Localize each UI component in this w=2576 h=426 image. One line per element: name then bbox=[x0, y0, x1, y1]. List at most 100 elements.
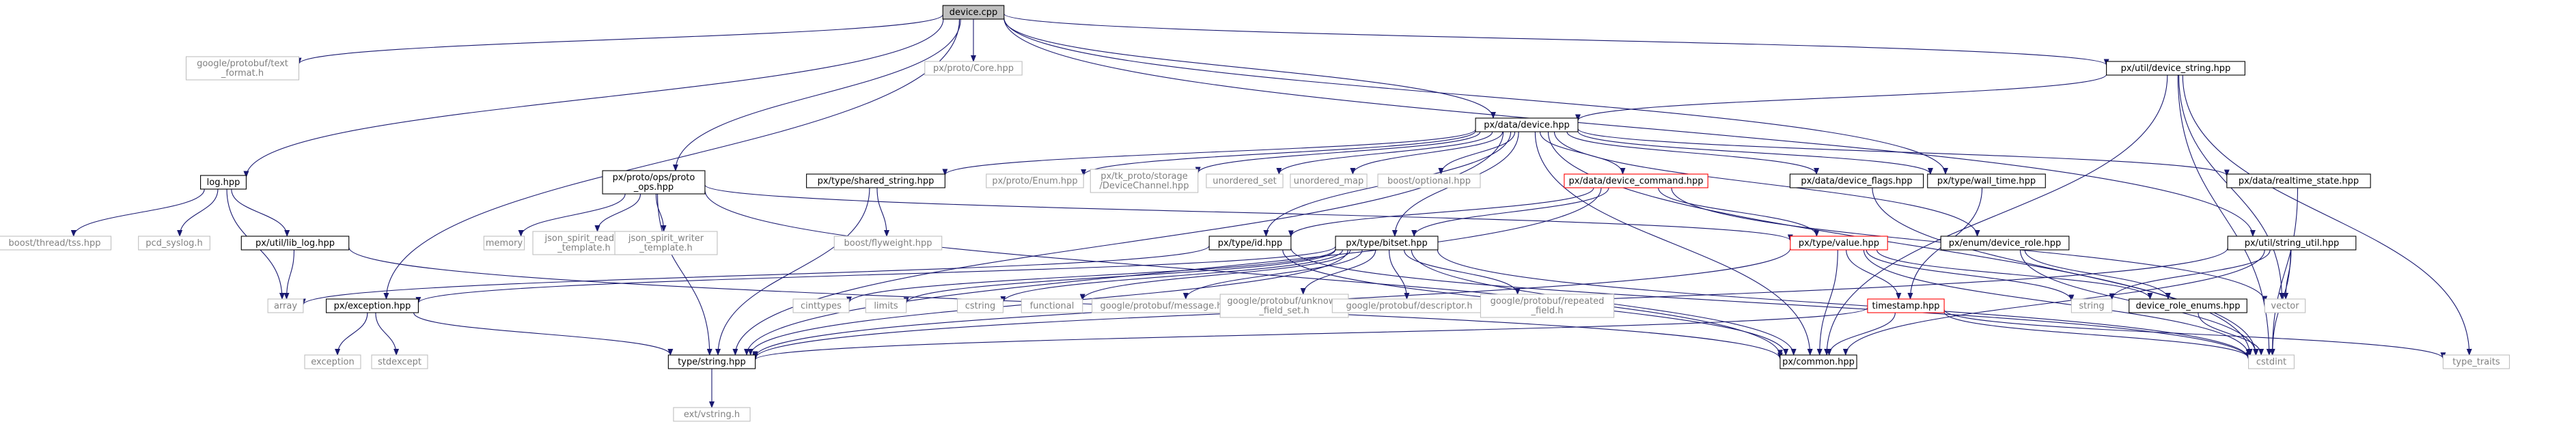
node-px-exception[interactable]: px/exception.hpp bbox=[326, 298, 419, 313]
node-px-type-id[interactable]: px/type/id.hpp bbox=[1208, 236, 1292, 251]
edge-line bbox=[301, 245, 1210, 306]
node-box bbox=[2227, 236, 2357, 251]
edge-line bbox=[655, 193, 667, 232]
node-functional: functional bbox=[1021, 298, 1083, 313]
node-label: boost/flyweight.hpp bbox=[844, 238, 932, 248]
node-px-type-value[interactable]: px/type/value.hpp bbox=[1790, 236, 1888, 251]
node-label: _format.h bbox=[221, 68, 264, 79]
node-px-data-device[interactable]: px/data/device.hpp bbox=[1475, 117, 1579, 132]
edge-line bbox=[1577, 128, 2230, 177]
edge-px-proto-ops-to-json-spirit-writer bbox=[655, 193, 667, 232]
edge-line bbox=[1000, 249, 1343, 303]
node-limits: limits bbox=[865, 298, 907, 313]
node-label: px/data/device_command.hpp bbox=[1569, 176, 1704, 186]
node-px-common[interactable]: px/common.hpp bbox=[1779, 354, 1857, 369]
node-px-enum-device-role[interactable]: px/enum/device_role.hpp bbox=[1940, 236, 2070, 251]
node-label: _field_set.h bbox=[1258, 306, 1309, 316]
node-box bbox=[1790, 236, 1888, 251]
node-type-traits: type_traits bbox=[2442, 354, 2510, 369]
node-box bbox=[1021, 298, 1083, 313]
edge-line bbox=[335, 312, 368, 356]
edge-line bbox=[1195, 131, 1481, 174]
node-label: px/proto/ops/proto bbox=[613, 173, 695, 183]
node-box bbox=[1940, 236, 2070, 251]
node-unordered-map: unordered_map bbox=[1290, 173, 1368, 188]
edge-px-data-device-to-unordered-map bbox=[1350, 131, 1504, 175]
node-device-role-enums[interactable]: device_role_enums.hpp bbox=[2129, 298, 2247, 313]
node-device-cpp[interactable]: device.cpp bbox=[942, 5, 1005, 20]
edge-px-proto-ops-to-px-common bbox=[704, 190, 1783, 357]
node-label: exception bbox=[311, 357, 355, 367]
node-px-util-device-string[interactable]: px/util/device_string.hpp bbox=[2106, 61, 2245, 76]
edge-line bbox=[70, 188, 205, 237]
node-label: px/proto/Core.hpp bbox=[933, 63, 1014, 74]
node-label: array bbox=[274, 301, 297, 311]
edge-line bbox=[656, 193, 712, 356]
edge-px-data-device-to-px-proto-enum bbox=[1081, 130, 1476, 176]
node-timestamp-hpp[interactable]: timestamp.hpp bbox=[1867, 298, 1945, 313]
node-px-util-lib-log[interactable]: px/util/lib_log.hpp bbox=[240, 236, 350, 251]
edge-line bbox=[1866, 249, 2075, 302]
edge-timestamp-hpp-to-px-common bbox=[1826, 312, 1896, 356]
node-px-type-bitset[interactable]: px/type/bitset.hpp bbox=[1335, 236, 1439, 251]
node-label: px/common.hpp bbox=[1782, 357, 1855, 367]
edge-px-data-device-command-to-px-type-value bbox=[1658, 187, 1820, 237]
node-box bbox=[185, 56, 300, 81]
edge-px-type-bitset-to-protobuf-unknown-field-set bbox=[1300, 249, 1376, 295]
edge-line bbox=[1003, 17, 1948, 175]
node-label: google/protobuf/unknown bbox=[1227, 296, 1341, 307]
node-px-proto-core: px/proto/Core.hpp bbox=[924, 61, 1023, 76]
edge-line bbox=[1003, 13, 2109, 66]
edge-line bbox=[846, 248, 1336, 304]
edge-px-data-realtime-state-to-cstdint bbox=[2269, 187, 2299, 356]
edge-line bbox=[1846, 249, 1902, 300]
node-label: px/type/shared_string.hpp bbox=[818, 176, 934, 186]
node-px-type-shared-string[interactable]: px/type/shared_string.hpp bbox=[806, 173, 945, 188]
edge-line bbox=[1079, 249, 1351, 301]
node-box bbox=[2264, 298, 2306, 313]
node-box bbox=[806, 173, 945, 188]
node-box bbox=[1789, 173, 1924, 188]
node-box bbox=[1206, 173, 1284, 188]
node-type-string[interactable]: type/string.hpp bbox=[667, 354, 756, 369]
node-protobuf-text-format: google/protobuf/text_format.h bbox=[185, 56, 300, 81]
edge-line bbox=[2177, 74, 2272, 356]
edge-line bbox=[1575, 74, 2107, 122]
edge-line bbox=[753, 307, 1868, 361]
edge-line bbox=[1389, 249, 1410, 300]
node-box bbox=[240, 236, 350, 251]
node-px-util-string-util[interactable]: px/util/string_util.hpp bbox=[2227, 236, 2357, 251]
edge-px-util-device-string-to-px-common bbox=[1824, 74, 2168, 356]
node-px-data-device-command[interactable]: px/data/device_command.hpp bbox=[1564, 173, 1708, 188]
edge-line bbox=[1403, 249, 1521, 295]
node-log-hpp[interactable]: log.hpp bbox=[200, 175, 247, 190]
node-label: pcd_syslog.h bbox=[146, 238, 203, 248]
node-box bbox=[326, 298, 419, 313]
edge-line bbox=[1350, 131, 1504, 175]
node-label: google/protobuf/repeated bbox=[1491, 296, 1605, 307]
node-label: device_role_enums.hpp bbox=[2135, 301, 2240, 311]
edge-px-proto-ops-to-memory bbox=[518, 193, 626, 237]
edge-line bbox=[1003, 18, 1496, 119]
node-label: _template.h bbox=[557, 243, 611, 253]
node-boost-thread-tss: boost/thread/tss.hpp bbox=[0, 236, 112, 251]
node-px-type-wall-time[interactable]: px/type/wall_time.hpp bbox=[1927, 173, 2046, 188]
node-px-data-realtime-state[interactable]: px/data/realtime_state.hpp bbox=[2226, 173, 2371, 188]
node-box bbox=[2226, 173, 2371, 188]
node-label: memory bbox=[486, 238, 523, 248]
node-label: px/util/device_string.hpp bbox=[2121, 63, 2231, 74]
node-cinttypes: cinttypes bbox=[792, 298, 850, 313]
edge-line bbox=[1547, 131, 2253, 356]
edge-device-cpp-to-px-data-device bbox=[1003, 18, 1496, 119]
node-box bbox=[1867, 298, 1945, 313]
node-px-data-device-flags[interactable]: px/data/device_flags.hpp bbox=[1789, 173, 1924, 188]
edge-line bbox=[518, 193, 626, 237]
node-label: type/string.hpp bbox=[678, 357, 746, 367]
node-label: unordered_map bbox=[1294, 176, 1364, 186]
edge-device-role-enums-to-cstdint bbox=[2198, 312, 2265, 356]
edge-px-data-device-to-px-data-device-command bbox=[1539, 131, 1626, 175]
edge-px-util-device-string-to-px-data-device bbox=[1575, 74, 2107, 122]
node-box bbox=[138, 236, 210, 251]
node-px-proto-ops[interactable]: px/proto/ops/proto_ops.hpp bbox=[602, 170, 706, 195]
